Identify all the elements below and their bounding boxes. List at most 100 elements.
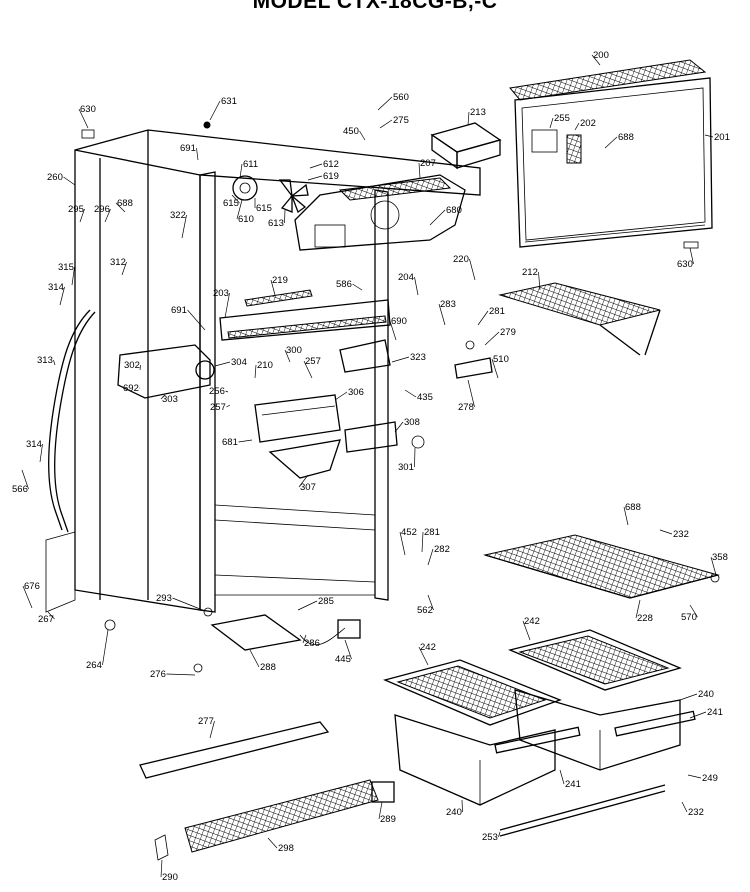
callout-c203: 203 [213,288,230,319]
callout-c213: 213 [467,107,486,126]
panel-267 [45,531,76,613]
rail-277 [139,721,330,779]
part-number-label: 611 [243,159,258,170]
leader-line [377,96,393,111]
leader-line [477,310,489,326]
callout-c510: 510 [491,354,509,379]
callout-c688c: 688 [623,502,641,526]
callout-c255: 255 [549,113,570,129]
leader-line [267,837,278,849]
part-number-label: 303 [162,394,178,405]
part-number-label: 688 [618,132,634,143]
callout-c566: 566 [12,469,29,495]
callout-c562: 562 [417,594,434,616]
part-number-label: 688 [117,198,133,209]
callout-c314b: 314 [26,439,43,463]
part-number-label: 300 [286,345,302,356]
leader-line [659,529,673,535]
leader-line [391,356,410,363]
callout-c435: 435 [404,389,433,403]
callout-c256: 256 [209,386,229,397]
cabinet-shell [74,129,481,613]
leader-line [270,279,276,296]
callout-c293: 293 [156,593,206,612]
callout-c260: 260 [47,172,76,186]
bracket-289 [371,781,395,803]
part-number-label: 619 [323,171,339,182]
callout-c257b: 257 [210,402,231,413]
leader-line [427,594,434,611]
leader-line [679,693,698,701]
part-number-label: 691 [171,305,187,316]
leader-line [689,604,698,618]
leader-line [187,309,206,331]
leader-line [359,130,366,141]
leader-line [284,209,286,224]
part-number-label: 279 [500,327,516,338]
part-number-label: 264 [86,660,102,671]
callout-c307: 307 [298,474,316,493]
callout-c304: 304 [214,357,247,368]
part-number-label: 242 [524,616,540,627]
callout-c232b: 232 [681,801,704,818]
part-number-label: 295 [68,204,84,215]
leader-line [467,379,475,408]
leader-line [239,163,243,179]
callout-c560: 560 [377,92,409,111]
leader-line [484,331,500,346]
leader-line [196,147,199,161]
callout-c452: 452 [399,527,417,556]
part-number-label: 276 [150,669,166,680]
screw-290 [154,834,169,861]
leader-line [297,600,318,611]
part-number-label: 213 [470,107,486,118]
callout-c240a: 240 [679,689,714,701]
part-number-label: 282 [434,544,450,555]
ice-tray-213 [430,122,502,170]
callout-c298: 298 [267,837,294,854]
callout-c286: 286 [302,634,320,649]
part-number-label: 255 [554,113,570,124]
callout-c289: 289 [378,801,396,825]
callout-c691b: 691 [171,305,206,331]
callout-c303: 303 [160,394,178,405]
rail-219 [244,289,313,307]
callout-c680: 680 [429,205,462,226]
callout-c688a: 688 [604,132,634,149]
part-number-label: 240 [698,689,714,700]
part-number-label: 612 [323,159,339,170]
leader-line [498,831,501,838]
callout-c285: 285 [297,596,334,611]
leader-line [414,447,416,468]
part-number-label: 560 [393,92,409,103]
leader-line [538,271,541,291]
callout-c688b: 688 [115,198,133,213]
leader-line [160,859,163,878]
damper-306 [254,394,341,443]
leader-line [298,474,309,488]
leader-line [469,258,476,281]
callout-c281b: 281 [421,527,440,553]
part-number-label: 688 [625,502,641,513]
shelf-212 [498,282,661,356]
part-number-label: 290 [162,872,178,883]
leader-line [334,391,348,401]
leader-line [418,646,429,666]
part-number-label: 307 [300,482,316,493]
part-number-label: 267 [38,614,54,625]
part-number-label: 313 [37,355,53,366]
part-number-label: 315 [58,262,74,273]
callout-c308: 308 [394,417,420,433]
leader-line [467,111,470,126]
leader-line [394,421,404,433]
part-number-label: 302 [124,360,140,371]
leader-line [59,286,65,306]
leader-line [121,261,127,276]
tube-313 [47,309,96,533]
part-number-label: 586 [336,279,352,290]
plate-308 [344,421,398,453]
trim-200 [509,59,707,101]
leader-line [429,209,446,226]
part-number-label: 615 [223,198,239,209]
